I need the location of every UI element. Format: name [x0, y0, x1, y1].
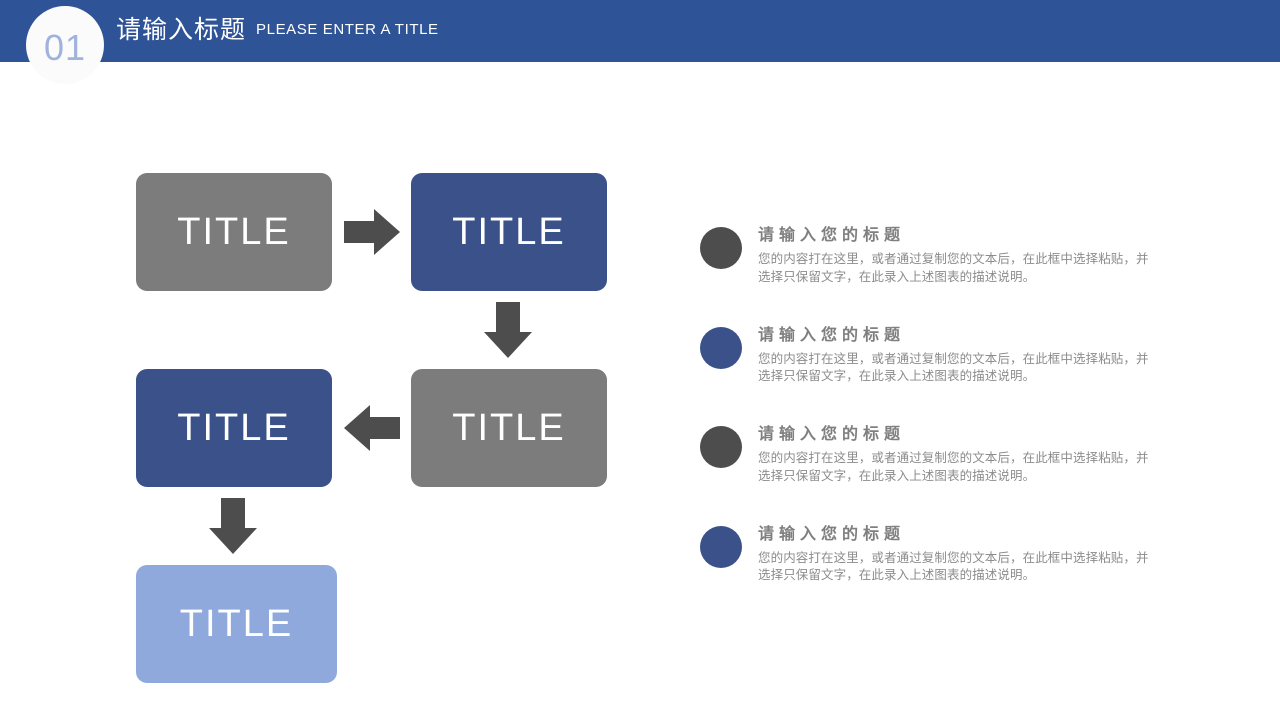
page-title: 请输入标题 [116, 15, 247, 44]
header-number-circle [26, 6, 104, 84]
flow-box-4-label: TITLE [177, 406, 291, 449]
flow-box-5-label: TITLE [179, 602, 294, 645]
bullet-title: 请输入您的标题 [758, 426, 906, 443]
flow-box-1[interactable]: TITLE [136, 173, 332, 291]
bullet-dot-icon [700, 426, 742, 468]
list-item[interactable]: 请输入您的标题 您的内容打在这里，或者通过复制您的文本后，在此框中选择粘贴，并选… [700, 524, 1170, 586]
bullet-body: 您的内容打在这里，或者通过复制您的文本后，在此框中选择粘贴，并选择只保留文字，在… [758, 451, 1149, 483]
header-title-group: 请输入标题 PLEASE ENTER A TITLE [116, 0, 439, 62]
bullet-text-group: 请输入您的标题 您的内容打在这里，或者通过复制您的文本后，在此框中选择粘贴，并选… [758, 424, 1150, 486]
arrow-down-icon-2 [209, 498, 257, 554]
flow-diagram: TITLE TITLE TITLE TITLE TITLE [136, 173, 607, 683]
list-item[interactable]: 请输入您的标题 您的内容打在这里，或者通过复制您的文本后，在此框中选择粘贴，并选… [700, 325, 1170, 387]
bullet-title: 请输入您的标题 [758, 525, 906, 543]
arrow-down-icon-1 [484, 302, 532, 358]
flow-box-3-label: TITLE [452, 406, 566, 449]
flow-box-4[interactable]: TITLE [136, 369, 332, 487]
bullet-title: 请输入您的标题 [758, 326, 906, 344]
flow-box-3[interactable]: TITLE [411, 369, 607, 487]
bullet-text-group: 请输入您的标题 您的内容打在这里，或者通过复制您的文本后，在此框中选择粘贴，并选… [758, 325, 1150, 387]
flow-box-2-label: TITLE [452, 210, 566, 253]
bullet-body: 您的内容打在这里，或者通过复制您的文本后，在此框中选择粘贴，并选择只保留文字，在… [758, 252, 1149, 284]
page-subtitle: PLEASE ENTER A TITLE [256, 21, 439, 38]
flow-box-2[interactable]: TITLE [411, 173, 607, 291]
bullet-text-group: 请输入您的标题 您的内容打在这里，或者通过复制您的文本后，在此框中选择粘贴，并选… [758, 225, 1150, 287]
bullet-body: 您的内容打在这里，或者通过复制您的文本后，在此框中选择粘贴，并选择只保留文字，在… [758, 550, 1149, 583]
bullet-list: 请输入您的标题 您的内容打在这里，或者通过复制您的文本后，在此框中选择粘贴，并选… [700, 225, 1170, 623]
list-item[interactable]: 请输入您的标题 您的内容打在这里，或者通过复制您的文本后，在此框中选择粘贴，并选… [700, 424, 1170, 486]
flow-box-5[interactable]: TITLE [136, 565, 337, 683]
bullet-text-group: 请输入您的标题 您的内容打在这里，或者通过复制您的文本后，在此框中选择粘贴，并选… [758, 524, 1150, 586]
list-item[interactable]: 请输入您的标题 您的内容打在这里，或者通过复制您的文本后，在此框中选择粘贴，并选… [700, 225, 1170, 287]
bullet-title: 请输入您的标题 [758, 227, 906, 244]
bullet-body: 您的内容打在这里，或者通过复制您的文本后，在此框中选择粘贴，并选择只保留文字，在… [758, 351, 1149, 384]
bullet-dot-icon [700, 326, 742, 369]
bullet-dot-icon [700, 525, 742, 568]
arrow-left-icon [344, 405, 400, 451]
header-bar [0, 0, 1280, 62]
header-number: 01 [43, 27, 87, 68]
flow-box-1-label: TITLE [177, 210, 291, 253]
arrow-right-icon [344, 209, 400, 255]
bullet-dot-icon [700, 227, 742, 269]
